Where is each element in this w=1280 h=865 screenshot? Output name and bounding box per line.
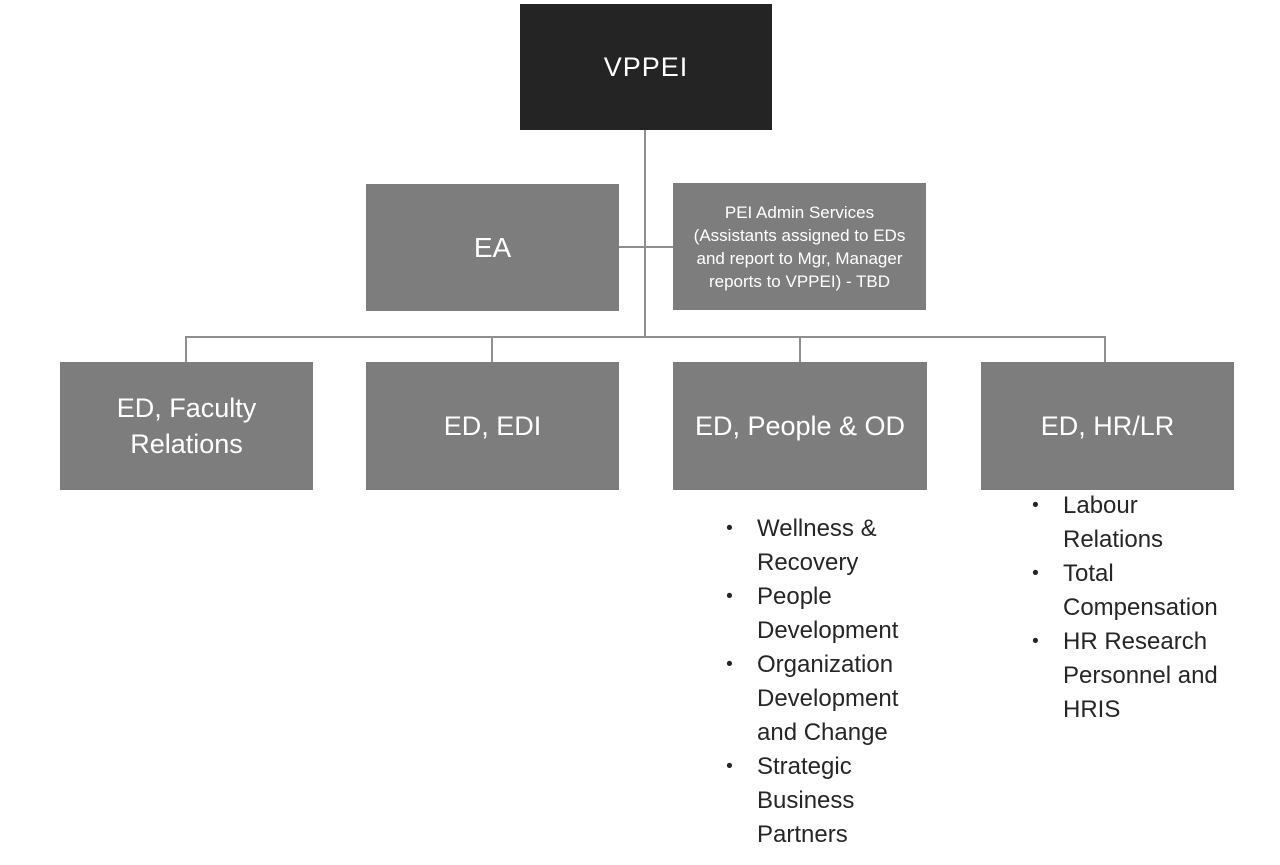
org-node-ed-faculty-relations-label: ED, Faculty Relations bbox=[116, 393, 257, 459]
org-node-vppei-label: VPPEI bbox=[603, 52, 689, 82]
org-node-ea-label: EA bbox=[473, 231, 512, 263]
org-node-ed-hr-lr: ED, HR/LR bbox=[981, 362, 1234, 490]
bullet-icon: • bbox=[726, 518, 733, 539]
bullet-icon: • bbox=[1032, 631, 1039, 652]
bullet-item-label: People Development bbox=[757, 583, 899, 644]
bullet-item: • Labour Relations bbox=[1008, 489, 1233, 557]
org-node-ed-edi-label: ED, EDI bbox=[443, 411, 542, 441]
connector-drop-faculty bbox=[185, 336, 187, 362]
connector-drop-hr-lr bbox=[1104, 336, 1106, 362]
org-node-pei-admin-services: PEI Admin Services (Assistants assigned … bbox=[673, 183, 926, 310]
bullet-item: • People Development bbox=[702, 580, 935, 648]
connector-root-vertical bbox=[644, 130, 646, 338]
org-node-pei-admin-services-label: PEI Admin Services (Assistants assigned … bbox=[693, 202, 906, 291]
org-node-ed-hr-lr-label: ED, HR/LR bbox=[1040, 411, 1175, 441]
org-node-ed-people-od-label: ED, People & OD bbox=[694, 411, 906, 441]
bullet-item: • Total Compensation bbox=[1008, 557, 1233, 625]
connector-level2-horizontal bbox=[619, 246, 675, 248]
org-node-ed-edi: ED, EDI bbox=[366, 362, 619, 490]
connector-level3-rail bbox=[185, 336, 1106, 338]
bullet-icon: • bbox=[1032, 563, 1039, 584]
bullet-item: • HR Research Personnel and HRIS bbox=[1008, 625, 1233, 727]
bullet-icon: • bbox=[726, 654, 733, 675]
bullet-item: • Strategic Business Partners bbox=[702, 750, 935, 852]
connector-drop-people-od bbox=[799, 336, 801, 362]
bullet-icon: • bbox=[726, 586, 733, 607]
bullet-item-label: Labour Relations bbox=[1063, 492, 1164, 553]
ed-people-od-bullet-list: •Wellness & Recovery•People Development•… bbox=[702, 512, 935, 852]
bullet-item: • Wellness & Recovery bbox=[702, 512, 935, 580]
org-node-vppei: VPPEI bbox=[520, 4, 772, 130]
bullet-item-label: Strategic Business Partners bbox=[757, 753, 855, 848]
org-node-ed-faculty-relations: ED, Faculty Relations bbox=[60, 362, 313, 490]
ed-hr-lr-bullet-list: • Labour Relations • Total Compensation • HR … bbox=[1008, 489, 1233, 727]
bullet-icon: • bbox=[1032, 495, 1039, 516]
connector-drop-edi bbox=[491, 336, 493, 362]
bullet-item-label: Organization Development and Change bbox=[757, 651, 899, 746]
org-node-ed-people-od: ED, People & OD bbox=[673, 362, 927, 490]
bullet-item-label: Wellness & Recovery bbox=[757, 515, 877, 576]
bullet-item-label: HR Research Personnel and HRIS bbox=[1063, 628, 1218, 723]
org-node-ea: EA bbox=[366, 184, 619, 311]
bullet-icon: • bbox=[726, 756, 733, 777]
bullet-item: • Organization Development and Change bbox=[702, 648, 935, 750]
bullet-item-label: Total Compensation bbox=[1063, 560, 1218, 621]
